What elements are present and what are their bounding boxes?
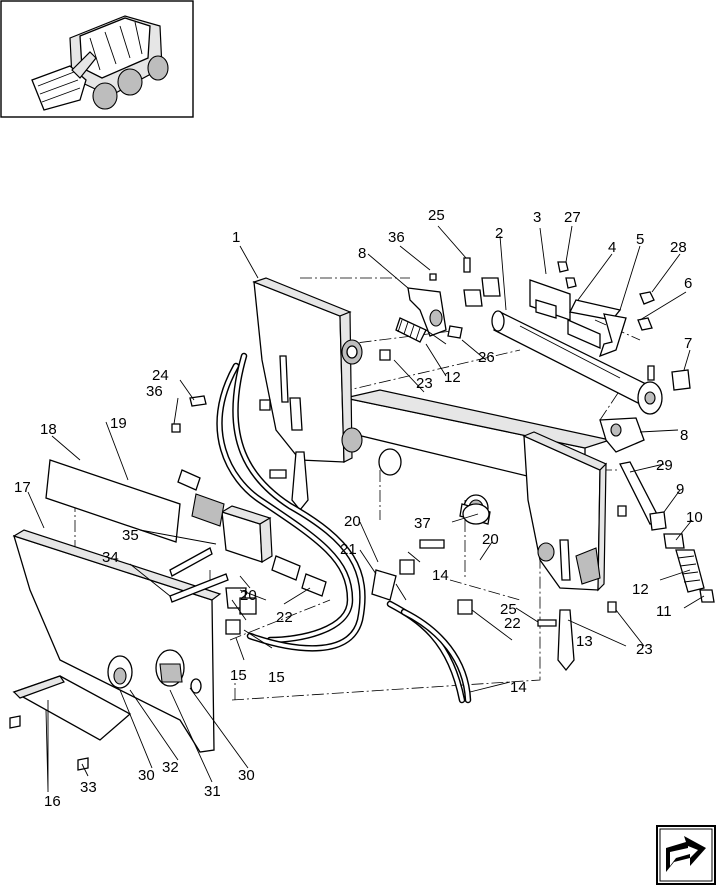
callout-20-center: 20	[344, 513, 361, 530]
callout-36-upper: 36	[388, 229, 405, 246]
valve-block-and-fittings	[177, 469, 473, 635]
callout-18: 18	[40, 421, 57, 438]
callout-25-lower: 25	[500, 601, 517, 618]
callout-2: 2	[495, 225, 503, 242]
upper-handle-and-spring	[395, 257, 501, 343]
callout-24: 24	[152, 367, 169, 384]
lock-bracket-assembly	[529, 261, 655, 358]
callout-6: 6	[684, 275, 692, 292]
side-shield	[9, 459, 229, 771]
callout-19: 19	[110, 415, 127, 432]
callout-33: 33	[80, 779, 97, 796]
callout-27: 27	[564, 209, 581, 226]
callout-8-upper: 8	[358, 245, 366, 262]
callout-13: 13	[576, 633, 593, 650]
callout-37: 37	[414, 515, 431, 532]
next-page-arrow-icon[interactable]	[656, 825, 716, 885]
callout-7: 7	[684, 335, 692, 352]
callout-29: 29	[656, 457, 673, 474]
hydraulic-hoses	[216, 352, 472, 704]
callout-16: 16	[44, 793, 61, 810]
callout-35: 35	[122, 527, 139, 544]
callout-17: 17	[14, 479, 31, 496]
callout-28: 28	[670, 239, 687, 256]
callout-14-upper: 14	[432, 567, 449, 584]
callout-3: 3	[533, 209, 541, 226]
callout-12-upper: 12	[444, 369, 461, 386]
callout-15-right: 15	[268, 669, 285, 686]
callout-30-right: 30	[238, 767, 255, 784]
machine-thumbnail	[0, 0, 194, 118]
callout-25-upper: 25	[428, 207, 445, 224]
callout-8-lower: 8	[680, 427, 688, 444]
callout-22-left: 22	[276, 609, 293, 626]
callout-30-left: 30	[138, 767, 155, 784]
lower-handle-assembly	[599, 365, 715, 603]
callout-32: 32	[162, 759, 179, 776]
callout-20-right: 20	[482, 531, 499, 548]
callout-31: 31	[204, 783, 221, 800]
callout-14-lower: 14	[510, 679, 527, 696]
callout-36-lower: 36	[146, 383, 163, 400]
callout-34: 34	[102, 549, 119, 566]
callout-20-left: 20	[240, 587, 257, 604]
callout-23-upper: 23	[416, 375, 433, 392]
callout-26: 26	[478, 349, 495, 366]
callout-10: 10	[686, 509, 703, 526]
callout-labels: 1 2 3 4 5 6 7 8 8 9 10 11 12 12 13 14 14…	[14, 207, 703, 810]
callout-9: 9	[676, 481, 684, 498]
callout-21: 21	[340, 541, 357, 558]
hydraulic-cylinder	[491, 310, 663, 415]
left-mounting-plate	[252, 277, 402, 476]
callout-22-right: 22	[504, 615, 521, 632]
callout-11: 11	[656, 603, 672, 620]
callout-15-left: 15	[230, 667, 247, 684]
callout-4: 4	[608, 239, 616, 256]
callout-leaders	[27, 225, 705, 792]
callout-5: 5	[636, 231, 644, 248]
callout-1: 1	[232, 229, 240, 246]
pins-and-hooks	[171, 349, 627, 672]
callout-12-lower: 12	[632, 581, 649, 598]
callout-23-lower: 23	[636, 641, 653, 658]
